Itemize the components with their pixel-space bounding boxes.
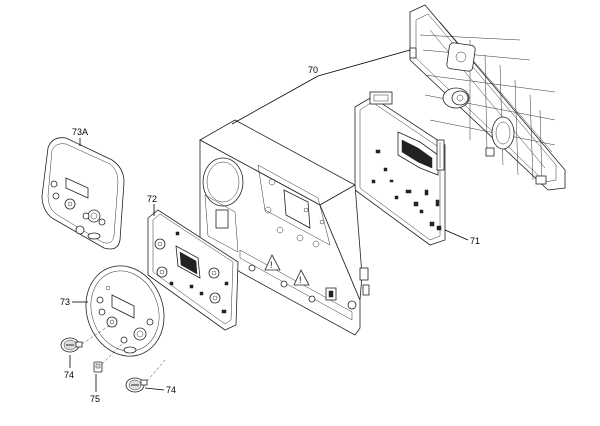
label-75: 75	[90, 394, 100, 404]
label-74-left: 74	[64, 370, 74, 380]
part-73-round-fascia	[85, 265, 165, 357]
label-73: 73	[60, 297, 70, 307]
label-72: 72	[147, 194, 157, 204]
label-70: 70	[308, 65, 318, 75]
label-73A: 73A	[72, 127, 88, 137]
label-71: 71	[470, 236, 480, 246]
svg-text:!: !	[299, 275, 302, 285]
part-75-button-cap	[93, 343, 123, 373]
warning-triangle-icon	[293, 269, 310, 286]
part-74-knob-right	[125, 359, 166, 393]
part-73A-front-fascia	[41, 137, 125, 250]
part-71-circuit-board	[354, 91, 446, 246]
svg-text:!: !	[270, 260, 273, 270]
leader-lines	[69, 49, 469, 392]
warning-triangle-icon	[264, 254, 281, 271]
part-70-back-frame	[409, 4, 566, 191]
part-72-control-board	[147, 209, 239, 331]
part-74-knob-left	[60, 324, 111, 353]
label-74-right: 74	[166, 385, 176, 395]
